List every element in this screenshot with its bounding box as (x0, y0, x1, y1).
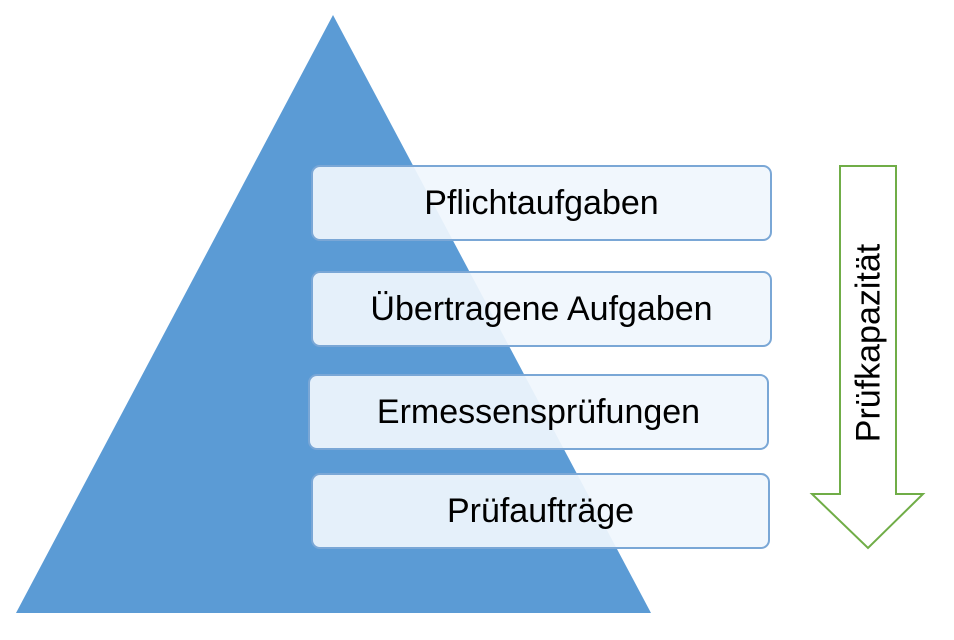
level-label: Ermessensprüfungen (376, 392, 701, 431)
level-box-uebertragene-aufgaben: Übertragene Aufgaben (311, 271, 772, 347)
level-label: Prüfaufträge (446, 491, 635, 530)
level-label: Übertragene Aufgaben (370, 289, 713, 328)
level-box-ermessenspruefungen: Ermessensprüfungen (308, 374, 769, 450)
arrow-label-pruefkapazitaet: Prüfkapazität (849, 243, 888, 443)
down-arrow-shape (809, 165, 926, 550)
level-box-pflichtaufgaben: Pflichtaufgaben (311, 165, 772, 241)
level-label: Pflichtaufgaben (424, 183, 659, 222)
level-box-pruefauftraege: Prüfaufträge (311, 473, 770, 549)
